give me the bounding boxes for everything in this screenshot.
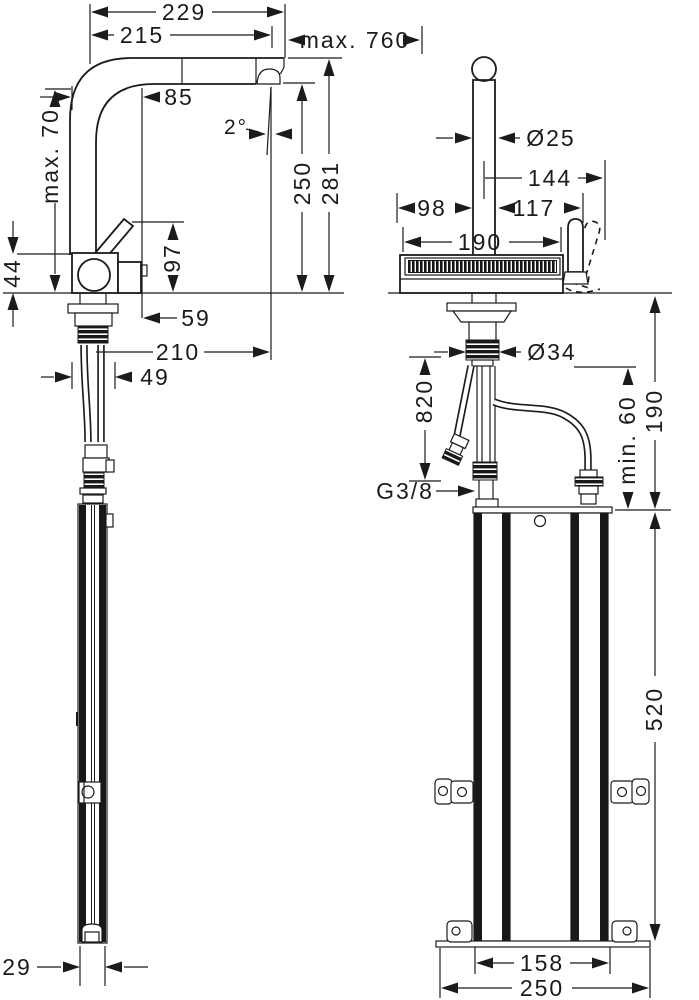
side-dimensions: 229 215 max. 760 85 max. 70 2° <box>0 0 423 986</box>
shaft-tab <box>105 513 114 528</box>
washer <box>67 303 119 314</box>
dim-body-height-label: 44 <box>0 258 25 288</box>
dim-max-deck-label: max. 70 <box>37 108 63 204</box>
supply-thread-end <box>472 461 498 481</box>
spray-nozzle-dome <box>256 68 281 85</box>
hose-fitting <box>84 444 108 459</box>
spout-side <box>69 57 285 255</box>
dim-pullout-extension-label: max. 760 <box>300 27 411 53</box>
dim-body-right-label: 117 <box>513 195 556 221</box>
front-dimensions: Ø25 144 98 117 190 Ø34 820 <box>376 125 671 1000</box>
dim-nut-to-box-label: 190 <box>641 389 667 433</box>
select-knob <box>77 258 111 292</box>
dim-axis-to-handle-label: 144 <box>528 165 572 191</box>
sbox-bracket <box>434 506 651 948</box>
pullout-hose-connector <box>441 432 470 466</box>
dim-spout-width-label: 215 <box>120 22 164 48</box>
base-plate <box>435 940 651 948</box>
clip-upper-left <box>434 778 474 805</box>
dim-body-left-label: 98 <box>417 195 447 221</box>
spout-top <box>471 56 497 82</box>
body-stub <box>140 264 148 277</box>
bracket-top-plate <box>472 506 613 514</box>
dim-total-height-label: 281 <box>317 161 343 205</box>
dim-baseplate-width-label: 250 <box>520 975 564 1000</box>
faucet-body-front <box>399 254 564 294</box>
dim-total-width-label: 229 <box>162 0 206 25</box>
dim-spout-reach-label: 210 <box>156 339 200 365</box>
dim-min-clearance-label: min. 60 <box>614 395 640 484</box>
dim-handle-side-offset-label: 59 <box>181 305 211 331</box>
dim-handle-top-height-label: 97 <box>159 243 185 273</box>
sbox-shaft-side <box>76 503 114 944</box>
dim-spout-diameter-label: Ø25 <box>526 125 575 151</box>
dim-spout-tilt-label: 2° <box>224 116 248 139</box>
handle-swing-arc <box>565 287 601 294</box>
escutcheon <box>446 302 517 312</box>
side-view: 229 215 max. 760 85 max. 70 2° <box>0 0 423 986</box>
bracket-center-hole <box>533 514 547 528</box>
clip-upper-right <box>610 778 650 805</box>
undercounter-side <box>67 293 119 504</box>
spout-front <box>471 56 497 255</box>
dim-box-height-label: 520 <box>641 687 667 731</box>
dim-undercounter-width-label: 49 <box>140 364 170 390</box>
front-view: Ø25 144 98 117 190 Ø34 820 <box>376 56 672 1000</box>
faucet-body-side <box>71 217 148 294</box>
mounting-nut-front <box>465 339 500 361</box>
dim-rail-spacing-label: 158 <box>520 950 564 976</box>
clip-lower-left <box>446 920 473 943</box>
undercounter-front <box>441 293 604 509</box>
dim-supply-thread-label: G3/8 <box>376 478 434 504</box>
dim-shank-diameter-label: Ø34 <box>527 339 576 365</box>
dim-spout-bend-offset-label: 85 <box>164 84 194 110</box>
dim-guide-foot-width-label: 29 <box>2 954 32 980</box>
dim-hose-length-label: 820 <box>411 379 437 423</box>
handle-front <box>562 218 589 285</box>
hose-connector-right <box>579 469 598 478</box>
dim-body-width-label: 190 <box>458 229 502 255</box>
dim-spout-height-label: 250 <box>289 161 315 205</box>
clip-lower-right <box>611 920 638 943</box>
mounting-nut-side <box>77 325 109 344</box>
